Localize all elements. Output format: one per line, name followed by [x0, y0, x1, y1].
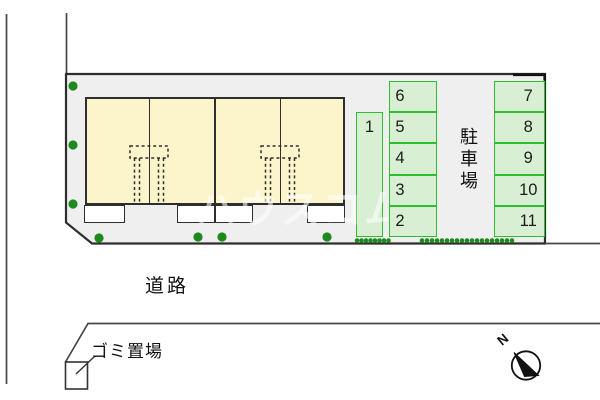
shrub-dot — [381, 238, 387, 243]
parking-space-number: 11 — [519, 211, 537, 230]
entrance-porch — [214, 204, 253, 223]
shrub-dots-group — [354, 238, 515, 243]
shrub-dot — [363, 238, 369, 243]
parking-space-6: 6 — [389, 81, 437, 113]
parking-space-number: 8 — [523, 118, 533, 137]
shrub-dot — [504, 238, 510, 243]
compass-circle — [510, 350, 542, 381]
compass-needle-icon — [513, 352, 540, 378]
parking-space-2: 2 — [389, 205, 437, 237]
parking-space-7: 7 — [493, 81, 545, 113]
shrub-dot — [359, 238, 364, 243]
shrub-dot — [469, 238, 475, 243]
parking-space-9: 9 — [493, 143, 545, 175]
road-label: 道路 — [145, 276, 190, 297]
shrub-dot — [489, 238, 495, 243]
shrub-dot — [434, 238, 440, 243]
tree-icon — [68, 140, 78, 150]
tree-icon — [217, 232, 227, 242]
parking-space-10: 10 — [493, 174, 545, 206]
parking-space-number: 3 — [395, 180, 405, 199]
shrub-dot — [494, 238, 500, 243]
shrub-dot — [454, 238, 460, 243]
shrub-dot — [464, 238, 470, 243]
building-outline — [85, 97, 345, 205]
parking-space-1: 1 — [356, 112, 383, 237]
shrub-dot — [424, 238, 430, 243]
shrub-dot — [419, 238, 425, 243]
entrance-porch — [306, 204, 345, 223]
parking-space-number: 9 — [523, 149, 533, 168]
parking-space-number: 6 — [395, 87, 405, 106]
shrub-dot — [372, 238, 378, 243]
tree-icon — [193, 232, 203, 242]
unit-divider — [214, 99, 216, 203]
garbage-area-label: ゴミ置場 — [91, 342, 163, 361]
shrub-dot — [499, 238, 505, 243]
shrub-dot — [377, 238, 382, 243]
parking-space-5: 5 — [389, 112, 437, 144]
compass-north-label: N — [494, 330, 512, 349]
garbage-area-box — [64, 361, 89, 390]
parking-space-number: 7 — [523, 87, 533, 106]
parking-space-number: 4 — [395, 149, 405, 168]
unit-divider — [148, 99, 151, 203]
shrub-dot — [386, 238, 391, 243]
boundary-corner-mark — [513, 73, 546, 81]
entrance-porch — [177, 204, 215, 223]
shrub-dot — [509, 238, 515, 243]
parking-space-3: 3 — [389, 174, 437, 206]
shrub-dot — [474, 238, 480, 243]
parking-area-label: 駐車場 — [458, 127, 478, 193]
entrance-porch — [84, 204, 125, 223]
shrub-dot — [439, 238, 445, 243]
shrub-dot — [444, 238, 450, 243]
unit-divider — [279, 99, 282, 203]
parking-space-8: 8 — [493, 112, 545, 144]
parking-space-11: 11 — [493, 205, 545, 237]
tree-icon — [68, 199, 78, 209]
shrub-dot — [484, 238, 490, 243]
compass — [510, 350, 542, 381]
tree-icon — [94, 233, 104, 243]
shrub-dot — [479, 238, 485, 243]
tree-icon — [68, 81, 78, 91]
shrub-dot — [449, 238, 455, 243]
parking-space-number: 2 — [395, 211, 405, 230]
parking-space-4: 4 — [389, 143, 437, 175]
parking-space-number: 10 — [519, 180, 538, 199]
parking-space-number: 5 — [395, 118, 405, 137]
tree-icon — [322, 232, 332, 242]
shrub-dot — [459, 238, 465, 243]
parking-space-number: 1 — [364, 118, 375, 136]
shrub-dot — [429, 238, 435, 243]
shrub-dot — [368, 238, 373, 243]
shrub-dot — [354, 238, 360, 243]
